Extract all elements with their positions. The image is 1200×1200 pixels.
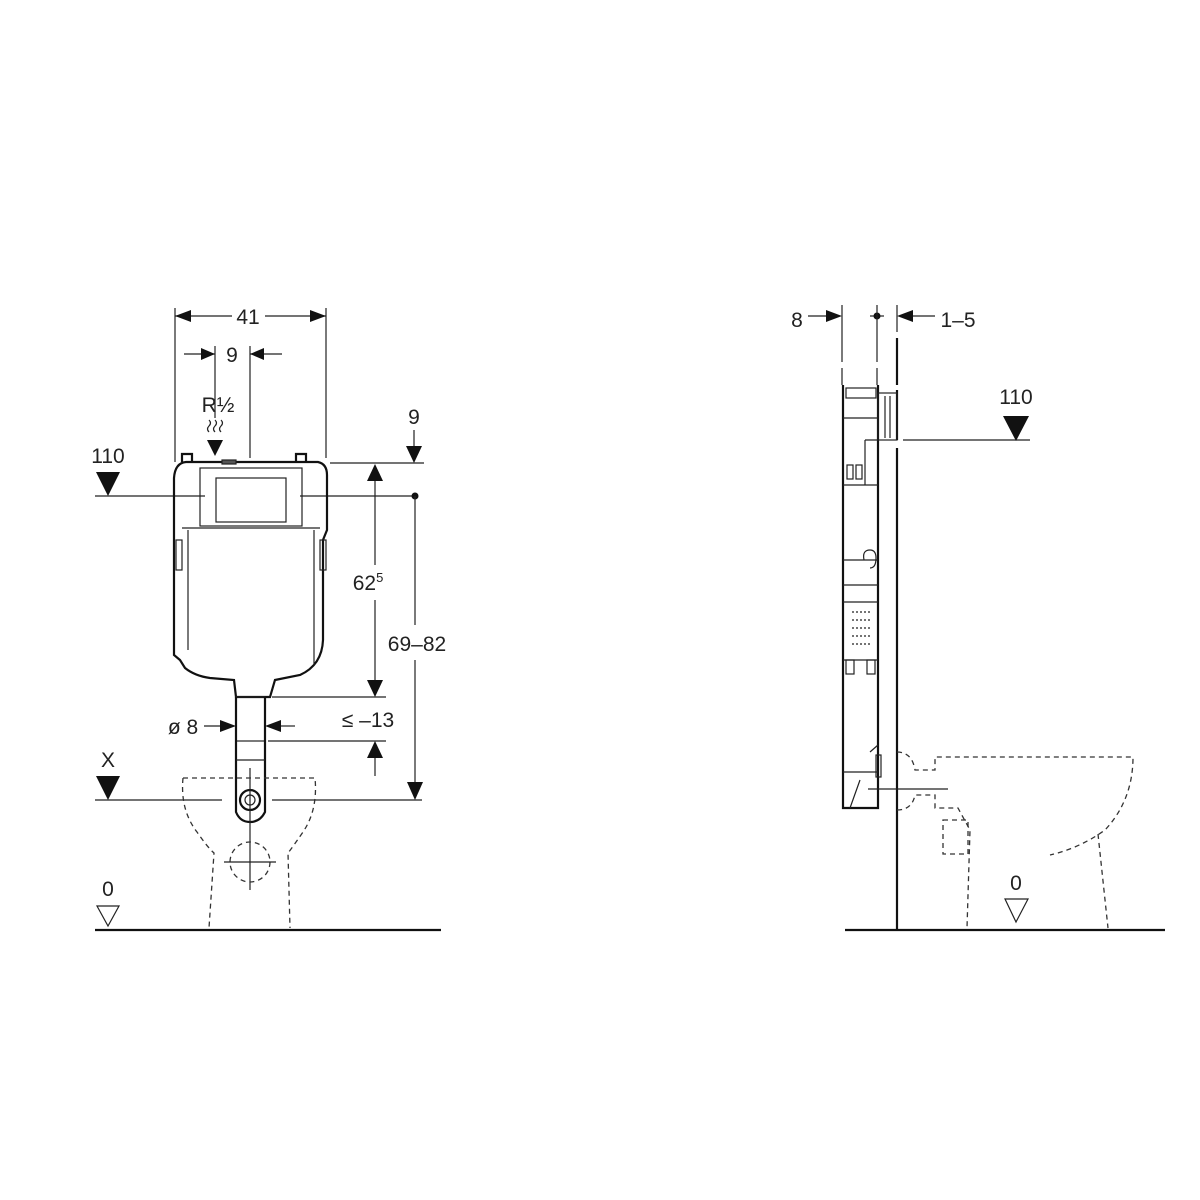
level-marker-icon	[96, 776, 120, 800]
range-dimension: 69–82	[388, 496, 446, 800]
tank-height-superscript: 5	[376, 570, 383, 585]
water-supply-icon	[206, 419, 224, 433]
gap-dimension: 1–5	[896, 305, 976, 332]
pipe-offset-label: ≤ –13	[342, 709, 394, 732]
arrow-left-icon	[250, 348, 264, 360]
level-110-marker-side: 110	[903, 386, 1033, 441]
arrow-down-icon	[207, 440, 223, 456]
flush-pipe	[234, 696, 267, 890]
level-110-marker: 110	[91, 445, 419, 500]
level-x-marker: X	[95, 749, 422, 801]
side-view: 8 1–5	[791, 305, 1165, 932]
gap-label: 1–5	[940, 309, 975, 332]
inlet-thread-label: R½	[202, 394, 235, 417]
level-marker-icon	[1003, 416, 1029, 441]
top-offset-label: 9	[408, 406, 420, 429]
floor-marker-front: 0	[95, 878, 441, 932]
front-view: 41 9 R½ 9 110	[91, 306, 446, 932]
arrow-right-icon	[310, 310, 326, 322]
arrow-left-icon	[897, 310, 913, 322]
arrow-up-icon	[367, 464, 383, 481]
tank-height-dimension: 625	[272, 464, 386, 698]
toilet-side-outline	[868, 751, 1134, 929]
cistern	[172, 452, 329, 699]
pipe-diameter-dimension: ø 8	[168, 716, 295, 739]
level-110-label: 110	[91, 445, 124, 468]
pipe-offset-dimension: ≤ –13	[268, 709, 394, 776]
arrow-right-icon	[826, 310, 842, 322]
inlet-offset-dimension: 9	[184, 344, 282, 458]
pipe-diameter-label: ø 8	[168, 716, 198, 739]
arrow-right-icon	[220, 720, 236, 732]
depth-dimension: 8	[791, 305, 884, 362]
arrow-left-icon	[265, 720, 281, 732]
depth-label: 8	[791, 309, 803, 332]
width-dimension: 41	[174, 306, 327, 462]
arrow-right-icon	[201, 348, 215, 360]
toilet-front-outline	[181, 777, 317, 929]
arrow-down-icon	[407, 782, 423, 800]
range-label: 69–82	[388, 633, 446, 656]
floor-level-icon	[1004, 898, 1029, 924]
level-x-label: X	[101, 749, 115, 772]
arrow-down-icon	[367, 680, 383, 697]
level-110-label-side: 110	[999, 386, 1032, 409]
water-inlet: R½	[202, 394, 235, 456]
tank-height-label: 62	[353, 572, 376, 595]
width-label: 41	[236, 306, 259, 329]
inlet-offset-label: 9	[226, 344, 238, 367]
floor-label: 0	[102, 878, 114, 901]
floor-level-icon	[95, 905, 121, 928]
cistern-side	[841, 368, 898, 810]
arrow-left-icon	[175, 310, 191, 322]
arrow-up-icon	[367, 741, 383, 758]
floor-marker-side: 0	[845, 872, 1165, 932]
level-marker-icon	[96, 472, 120, 496]
svg-text:625: 625	[353, 570, 384, 595]
top-offset-dimension: 9	[330, 406, 424, 464]
arrow-down-icon	[406, 446, 422, 463]
floor-label-side: 0	[1010, 872, 1022, 895]
